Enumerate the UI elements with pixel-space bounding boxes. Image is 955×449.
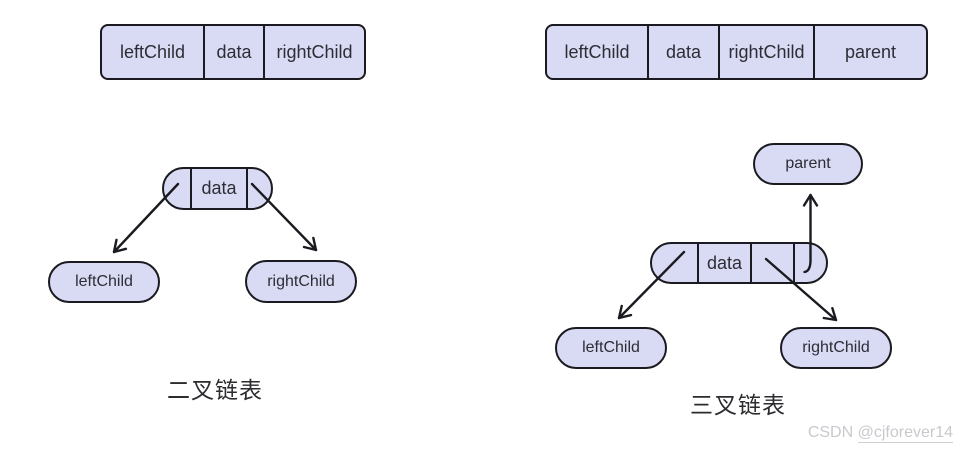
watermark: CSDN @cjforever14 (807, 424, 953, 443)
ternary-leftchild-node: leftChild (555, 327, 667, 369)
binary-rightchild-node: rightChild (245, 260, 357, 303)
data-cell: data (190, 169, 246, 208)
ternary-rightchild-node: rightChild (780, 327, 892, 369)
record-cell-parent: parent (813, 26, 926, 78)
record-cell-leftchild: leftChild (119, 41, 186, 62)
record-cell-rightchild: rightChild (263, 26, 364, 78)
binary-root-node: data (162, 167, 273, 210)
left-pointer-cell (164, 169, 190, 208)
record-cell-data: data (647, 26, 718, 78)
record-cell-data: data (203, 26, 263, 78)
data-cell: data (697, 244, 750, 282)
left-pointer-cell (652, 244, 697, 282)
record-cell-rightchild: rightChild (718, 26, 813, 78)
binary-caption: 二叉链表 (167, 377, 263, 403)
ternary-parent-node: parent (753, 143, 863, 185)
right-pointer-cell (246, 169, 271, 208)
watermark-brand: CSDN (807, 424, 854, 441)
ternary-root-node: data (650, 242, 828, 284)
record-cell-leftchild: leftChild (564, 41, 630, 62)
ternary-caption: 三叉链表 (690, 392, 786, 418)
parent-pointer-cell (793, 244, 826, 282)
binary-node-struct-record: leftChild data rightChild (100, 24, 366, 80)
watermark-username: @cjforever14 (857, 424, 953, 443)
binary-leftchild-node: leftChild (48, 261, 160, 303)
ternary-node-struct-record: leftChild data rightChild parent (545, 24, 928, 80)
right-pointer-cell (750, 244, 793, 282)
